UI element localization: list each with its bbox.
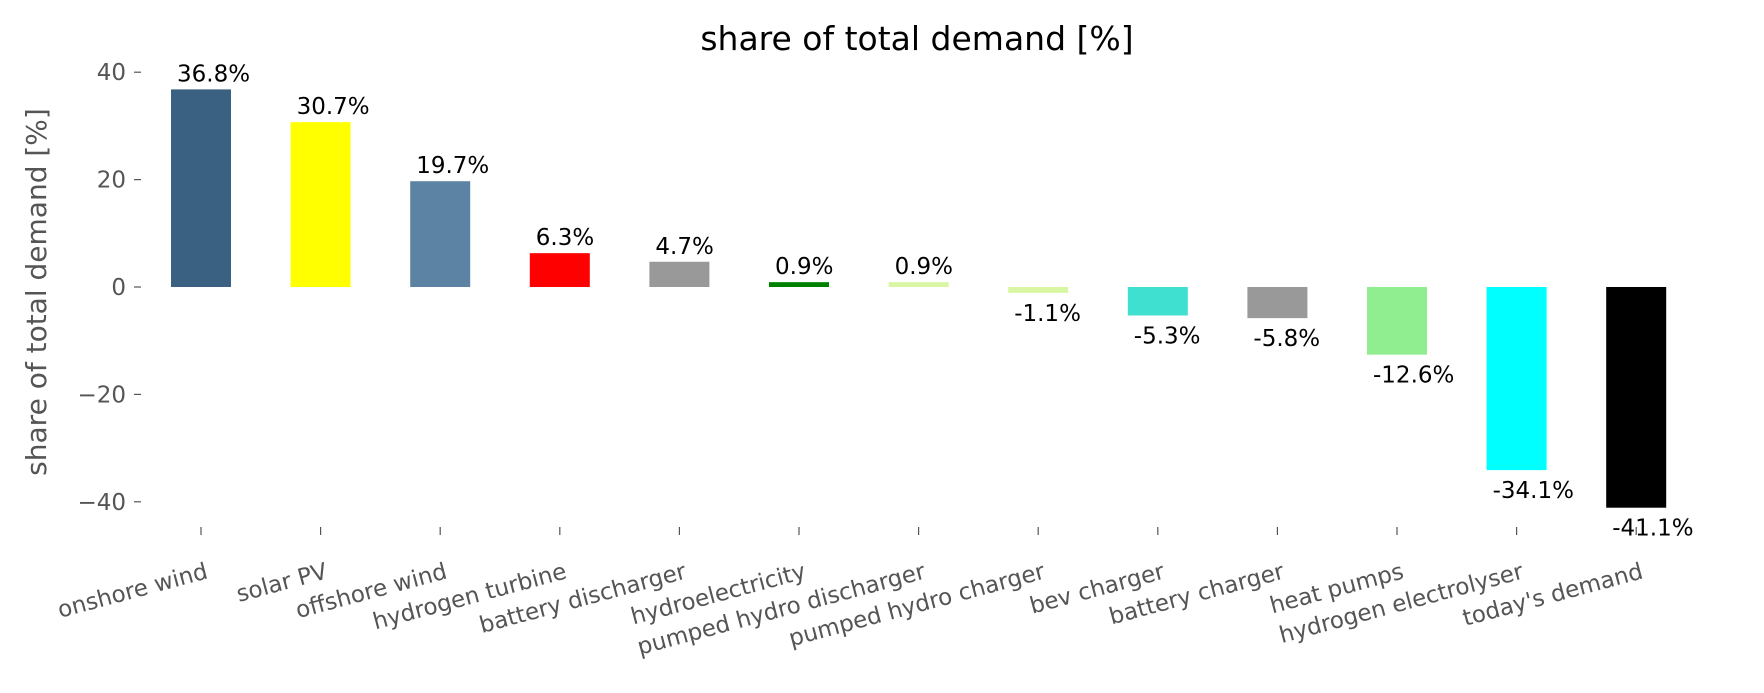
bar [1008,287,1069,293]
bar [529,253,590,287]
bar [1127,287,1188,316]
y-tick-label: 0 [111,275,126,301]
data-label: 36.8% [177,61,250,87]
data-label: 6.3% [536,225,594,251]
bar [290,122,351,288]
bar [1606,287,1667,508]
bar [888,282,949,287]
y-tick-label: −40 [77,490,126,516]
bar [649,261,710,287]
y-axis: 40 20 0 −20 −40 [77,60,141,516]
y-tick-label: 20 [97,168,126,194]
bar [1486,287,1547,471]
data-labels: 36.8% 30.7% 19.7% 6.3% 4.7% 0.9% 0.9% -1.1% -5.3… [177,61,1694,541]
chart-title: share of total demand [%] [700,19,1133,58]
data-label: 30.7% [297,94,370,120]
y-axis-label: share of total demand [%] [20,108,53,476]
bar [1367,287,1427,355]
data-label: -41.1% [1612,516,1693,542]
bar [769,282,829,287]
y-tick-label: 40 [97,60,126,86]
y-tick-label: −20 [77,382,126,408]
data-label: -5.3% [1134,323,1201,349]
data-label: 4.7% [655,234,713,260]
data-label: 0.9% [895,254,953,280]
bar [410,181,471,287]
bars [171,89,1667,508]
bar [171,89,231,287]
data-label: 19.7% [416,153,489,179]
data-label: -5.8% [1253,326,1320,352]
bar [1247,287,1308,319]
data-label: -12.6% [1373,363,1454,389]
data-label: 0.9% [775,254,833,280]
x-tick-label: onshore wind [55,559,211,624]
data-label: -1.1% [1014,301,1081,327]
data-label: -34.1% [1493,478,1574,504]
